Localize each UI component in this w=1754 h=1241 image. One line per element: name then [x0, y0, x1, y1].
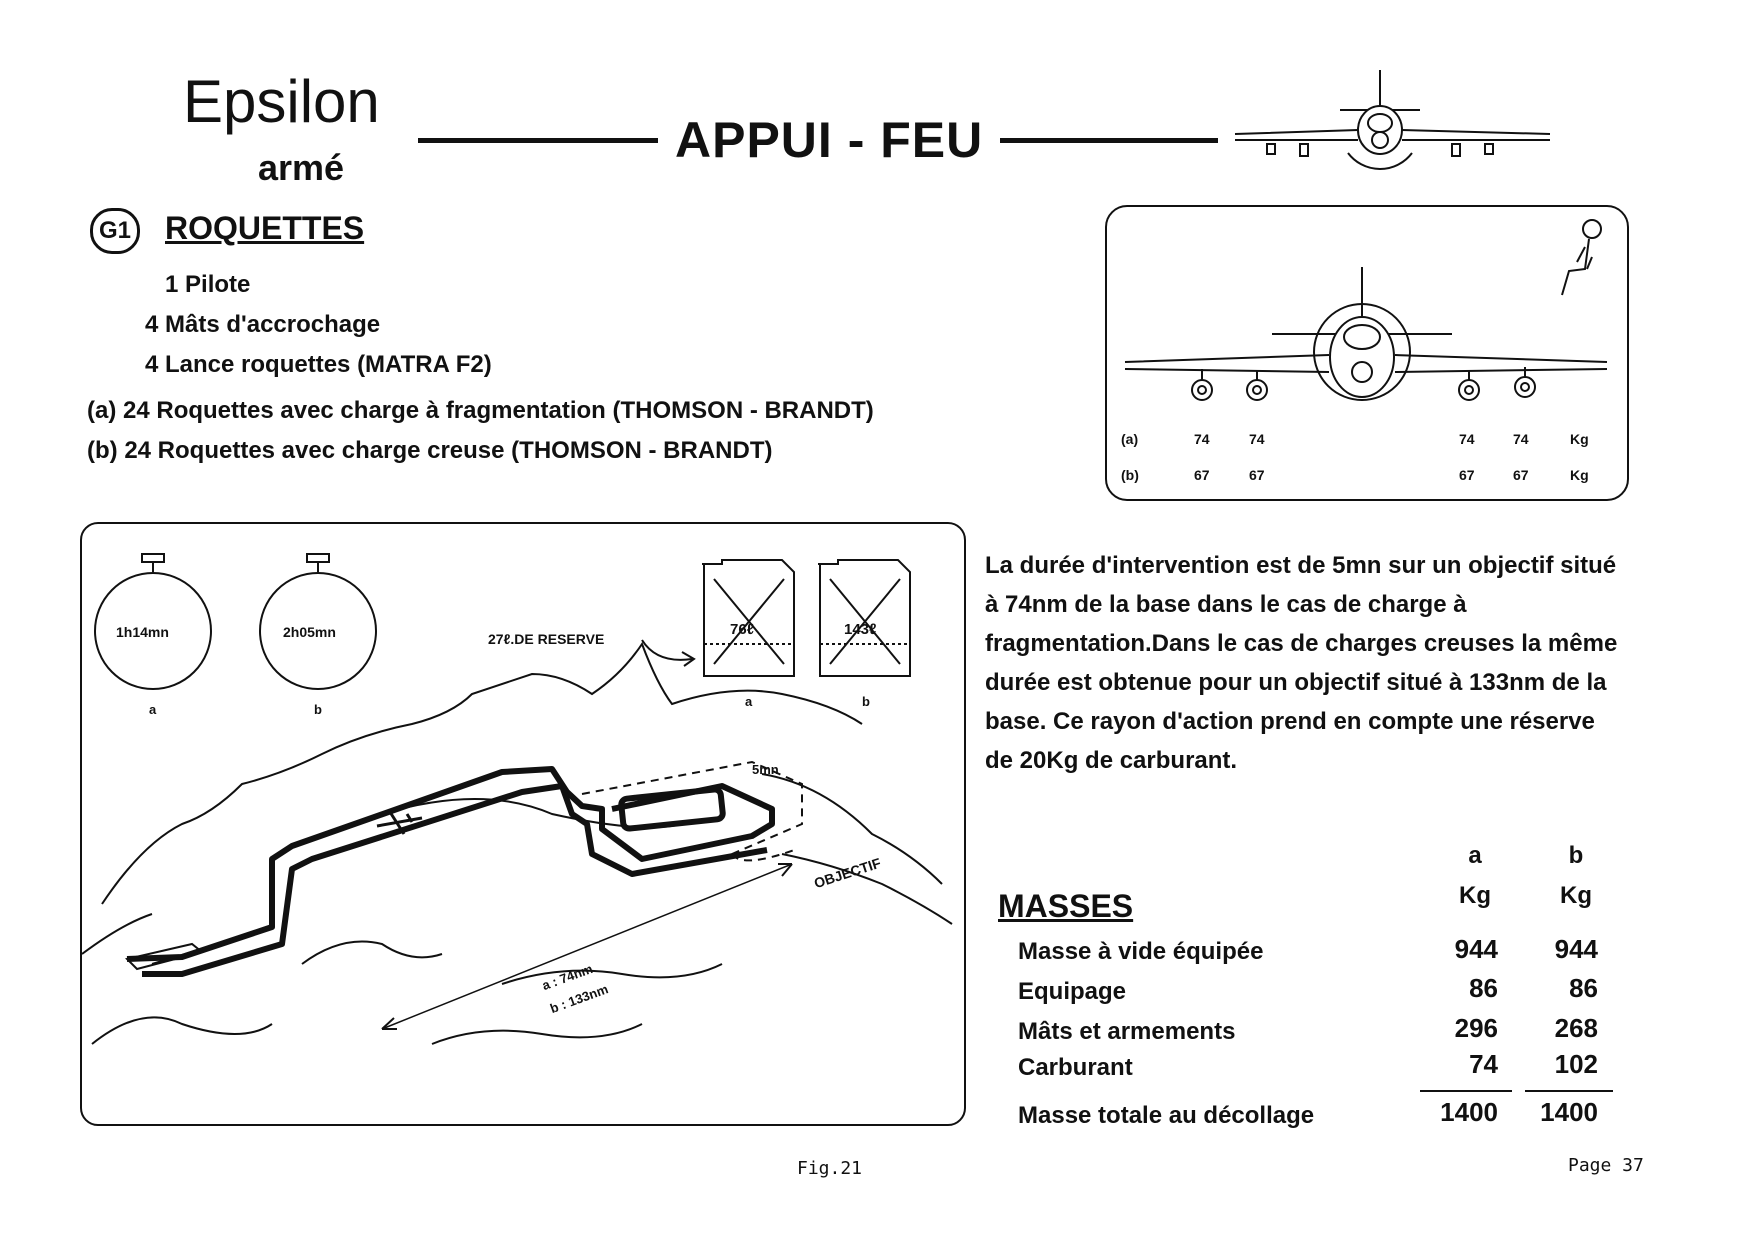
masses-col-b-name: b: [1568, 842, 1584, 869]
payload-diagram-panel: (a) 74 74 74 74 Kg (b) 67 67 67 67 Kg: [1105, 205, 1629, 501]
spec-line-launchers: 4 Lance roquettes (MATRA F2): [145, 351, 492, 378]
masses-col-a-unit: Kg: [1459, 882, 1491, 909]
payload-row-a-label: (a): [1121, 431, 1139, 447]
spec-line-pilot: 1 Pilote: [165, 271, 251, 298]
reserve-label: 27ℓ.DE RESERVE: [488, 631, 605, 647]
front-view-airplane-icon: [1124, 219, 1608, 401]
masses-row-b-value: 102: [1554, 1049, 1598, 1079]
figure-label: Fig.21: [797, 1158, 863, 1179]
tank-a-label: a: [745, 694, 753, 709]
spec-line-rockets-a: (a) 24 Roquettes avec charge à fragmenta…: [87, 397, 874, 424]
masses-row-a-value: 74: [1469, 1049, 1498, 1079]
mission-profile-panel: 1h14mn a 2h05mn b 27ℓ.DE RESERVE 76ℓ a 1…: [80, 522, 966, 1126]
duration-label: 5mn: [752, 762, 779, 777]
payload-row-a-v1: 74: [1194, 431, 1210, 447]
masses-col-b-unit: Kg: [1560, 882, 1592, 909]
masses-total-b-value: 1400: [1540, 1097, 1598, 1127]
masses-total-rule-b: [1525, 1090, 1613, 1092]
payload-row-b-v3: 67: [1459, 467, 1475, 483]
payload-row-b-v4: 67: [1513, 467, 1529, 483]
payload-row-a-v4: 74: [1513, 431, 1529, 447]
payload-row-b-unit: Kg: [1570, 467, 1589, 483]
payload-row-a-unit: Kg: [1570, 431, 1589, 447]
masses-total-rule-a: [1420, 1090, 1512, 1092]
section-badge: G1: [90, 208, 140, 254]
header-airplane-icon: [1234, 70, 1551, 170]
payload-row-a-v2: 74: [1249, 431, 1265, 447]
masses-row-a-value: 296: [1454, 1013, 1498, 1043]
stopwatch-b-time: 2h05mn: [283, 624, 336, 640]
masses-total-label: Masse totale au décollage: [1018, 1102, 1315, 1129]
payload-row-b-v1: 67: [1194, 467, 1210, 483]
section-title: ROQUETTES: [165, 210, 365, 246]
masses-row-a-value: 944: [1454, 934, 1498, 964]
masses-row-b-value: 86: [1569, 973, 1598, 1003]
mission-profile-drawing: [82, 553, 953, 1045]
masses-title: MASSES: [998, 888, 1134, 924]
header-rule-right: [1000, 138, 1218, 143]
masses-total-a-value: 1400: [1440, 1097, 1498, 1127]
masses-row-b-value: 268: [1554, 1013, 1598, 1043]
tank-b-volume: 143ℓ: [844, 621, 877, 638]
header-rule-left: [418, 138, 658, 143]
tank-b-label: b: [862, 694, 870, 709]
payload-row-a-v3: 74: [1459, 431, 1475, 447]
stopwatch-a-label: a: [149, 702, 157, 717]
masses-row-label: Mâts et armements: [1018, 1018, 1236, 1045]
masses-row-b-value: 944: [1554, 934, 1598, 964]
masses-col-a-name: a: [1468, 842, 1482, 869]
page-title: APPUI - FEU: [675, 112, 984, 168]
masses-row-a-value: 86: [1469, 973, 1498, 1003]
tank-a-volume: 76ℓ: [730, 621, 755, 638]
brand-subtitle: armé: [258, 147, 345, 188]
mission-description: La durée d'intervention est de 5mn sur u…: [985, 552, 1618, 774]
payload-row-b-label: (b): [1121, 467, 1139, 483]
masses-row-label: Equipage: [1018, 978, 1127, 1005]
payload-row-b-v2: 67: [1249, 467, 1265, 483]
masses-row-label: Masse à vide équipée: [1018, 938, 1264, 965]
stopwatch-b-label: b: [314, 702, 322, 717]
stopwatch-a-time: 1h14mn: [116, 624, 169, 640]
brand-title: Epsilon: [183, 68, 380, 135]
spec-line-rockets-b: (b) 24 Roquettes avec charge creuse (THO…: [87, 437, 773, 464]
page-number: Page 37: [1568, 1155, 1644, 1176]
masses-row-label: Carburant: [1018, 1054, 1133, 1081]
spec-line-pylons: 4 Mâts d'accrochage: [145, 311, 381, 338]
